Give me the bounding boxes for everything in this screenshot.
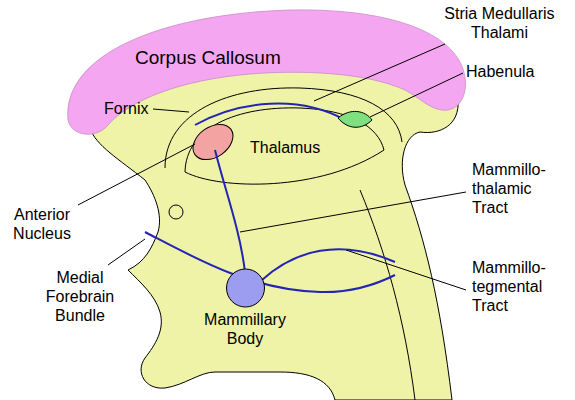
structure-label: Habenula [466, 62, 546, 81]
medial-forebrain-bundle [145, 232, 395, 292]
structure-label: Mammillo- tegmental Tract [472, 258, 564, 315]
habenula-shape [338, 111, 372, 127]
leader-line [78, 144, 195, 205]
mammillothalamic-tract [215, 150, 245, 272]
structure-name: Corpus Callosum [135, 46, 281, 69]
leader-line [240, 192, 466, 232]
band-shape [68, 10, 466, 134]
leader-line [346, 250, 466, 290]
structure-label: Mammillo- thalamic Tract [472, 160, 564, 217]
band-outline [60, 5, 470, 140]
circle-shape [226, 269, 264, 307]
anterior-commissure [169, 205, 183, 219]
circle-outline [198, 268, 293, 308]
structure-label: Thalamus [250, 138, 340, 157]
mammillotegmental-tract [262, 249, 395, 280]
fornix-outline [185, 108, 384, 172]
structure-label: Anterior Nucleus [2, 205, 82, 243]
leader-line [108, 239, 145, 265]
leader-line [314, 44, 445, 101]
brainstem-line [360, 190, 415, 400]
stria-medullaris-tract [195, 104, 345, 125]
structure-label: Medial Forebrain Bundle [40, 268, 120, 325]
fornix-outline [165, 88, 402, 168]
mammillary-body-circle: Mammillary Body [198, 268, 293, 348]
structure-name: Mammillary Body [198, 310, 293, 348]
leader-line [153, 109, 189, 112]
structure-label: Stria Medullaris Thalami [432, 4, 567, 42]
corpus-callosum-band: Corpus Callosum [60, 5, 470, 140]
anterior-nucleus [186, 117, 239, 167]
leader-line [370, 73, 463, 117]
structure-label: Fornix [104, 99, 164, 118]
